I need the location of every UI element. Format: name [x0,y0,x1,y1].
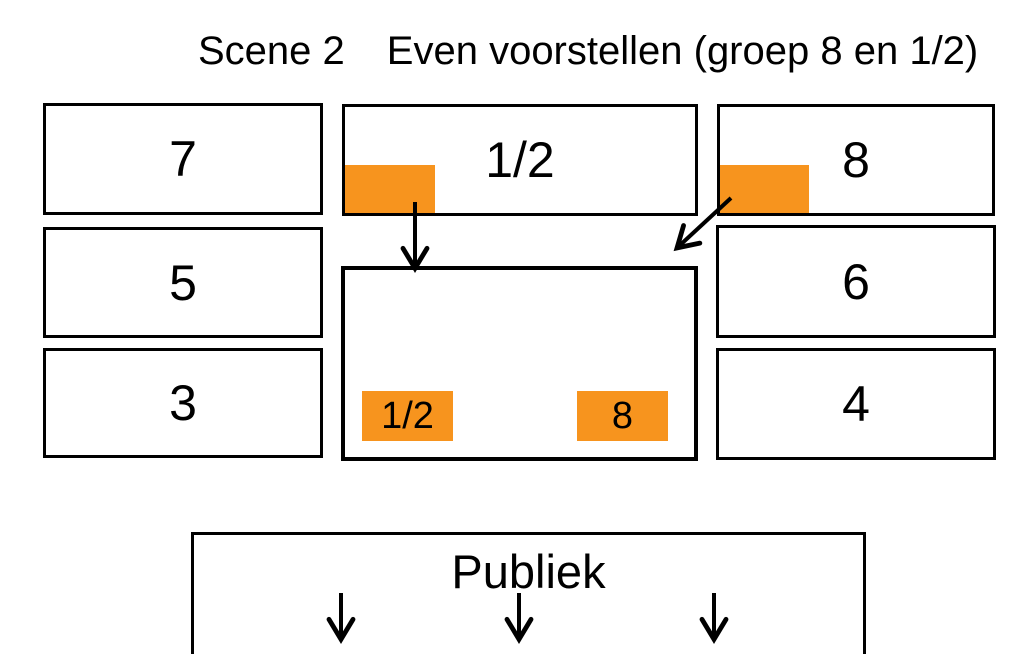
stage-chip-group-8: 8 [577,391,668,441]
stage-chip-group-12: 1/2 [362,391,453,441]
seat-box-3: 3 [43,348,323,458]
page-title-scene: Scene 2 [198,29,345,73]
seat-box-label: 4 [842,376,870,432]
seat-box-label: 6 [842,253,870,310]
seat-box-label: 3 [169,375,197,431]
seat-box-5: 5 [43,227,323,338]
page-title: Scene 2 Even voorstellen (groep 8 en 1/2… [198,31,978,71]
highlight-chip-group-8-source [720,165,809,213]
seat-box-6: 6 [716,225,996,338]
seat-box-label: 7 [169,131,197,187]
seat-box-label: 5 [169,254,197,311]
page-title-subtitle: Even voorstellen (groep 8 en 1/2) [386,29,979,73]
seat-box-7: 7 [43,103,323,215]
highlight-chip-group-12-source [345,165,435,213]
seat-box-8: 8 [717,104,995,216]
seat-box-4: 4 [716,348,996,460]
audience-label: Publiek [451,545,606,598]
seat-box-label: 8 [842,132,870,188]
seat-box-label: 1/2 [485,132,555,188]
stage-chip-label: 1/2 [381,395,434,437]
stage-chip-label: 8 [611,395,634,437]
